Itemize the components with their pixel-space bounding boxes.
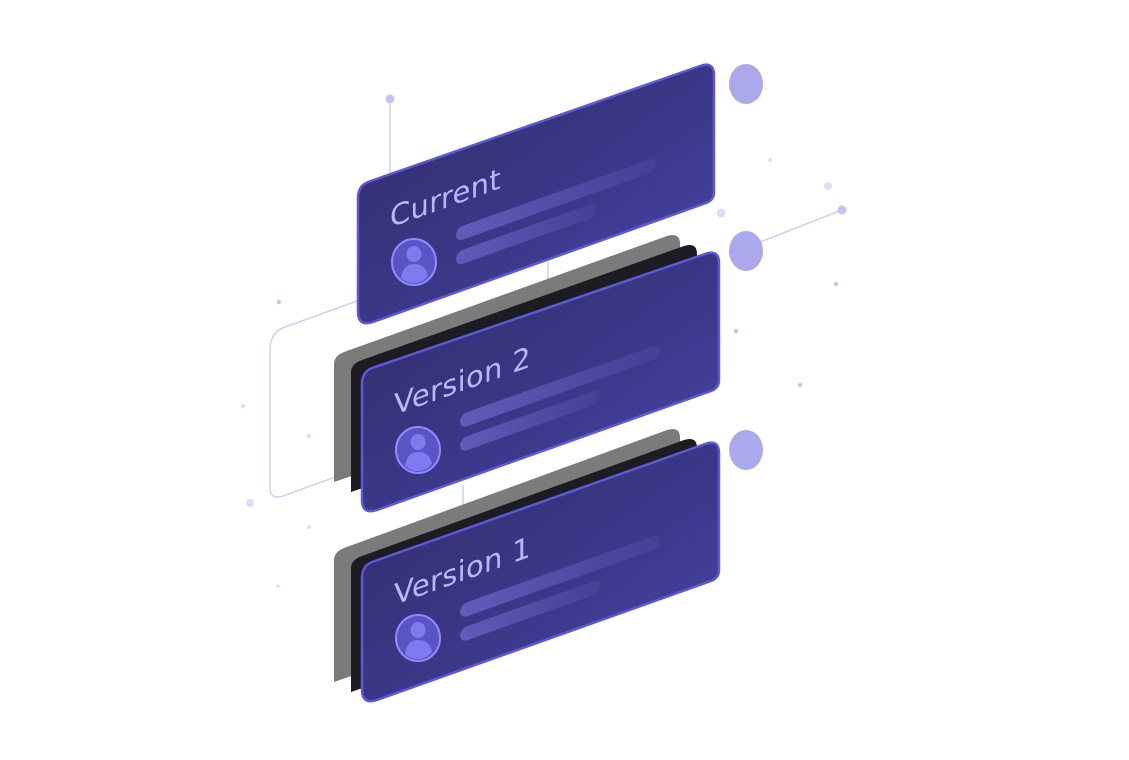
user-avatar-icon	[395, 614, 441, 662]
timeline	[729, 64, 763, 625]
dot	[385, 94, 395, 104]
dot	[833, 281, 839, 287]
dot	[768, 158, 772, 162]
dot	[733, 328, 739, 334]
skeleton-line-2	[456, 204, 596, 265]
dot	[837, 205, 847, 215]
card-version-2	[360, 251, 721, 513]
timeline-node-current	[729, 64, 763, 104]
dot	[276, 584, 280, 588]
card-group-current: Current	[356, 63, 716, 325]
card-current	[356, 63, 716, 325]
card-group-version-1: Version 1	[334, 429, 721, 703]
skeleton-line-1	[460, 535, 660, 617]
dot	[307, 525, 311, 529]
timeline-node-version-1	[729, 430, 763, 470]
dot	[797, 382, 803, 388]
timeline-node-version-2	[729, 231, 763, 271]
dot	[246, 499, 254, 507]
dot	[276, 299, 282, 305]
dot	[241, 404, 245, 408]
dot	[824, 182, 832, 190]
card-version-1	[360, 441, 721, 703]
dot	[307, 434, 311, 438]
user-avatar-icon	[395, 426, 441, 474]
skeleton-line-2	[460, 581, 600, 641]
left-bracket-line	[269, 299, 361, 498]
dot	[716, 208, 726, 218]
skeleton-line-2	[460, 391, 600, 451]
skeleton-line-1	[460, 345, 660, 427]
skeleton-line-1	[456, 159, 656, 241]
user-avatar-icon	[391, 238, 437, 286]
card-group-version-2: Version 2	[334, 235, 721, 513]
right-diagonal-line	[759, 209, 843, 243]
